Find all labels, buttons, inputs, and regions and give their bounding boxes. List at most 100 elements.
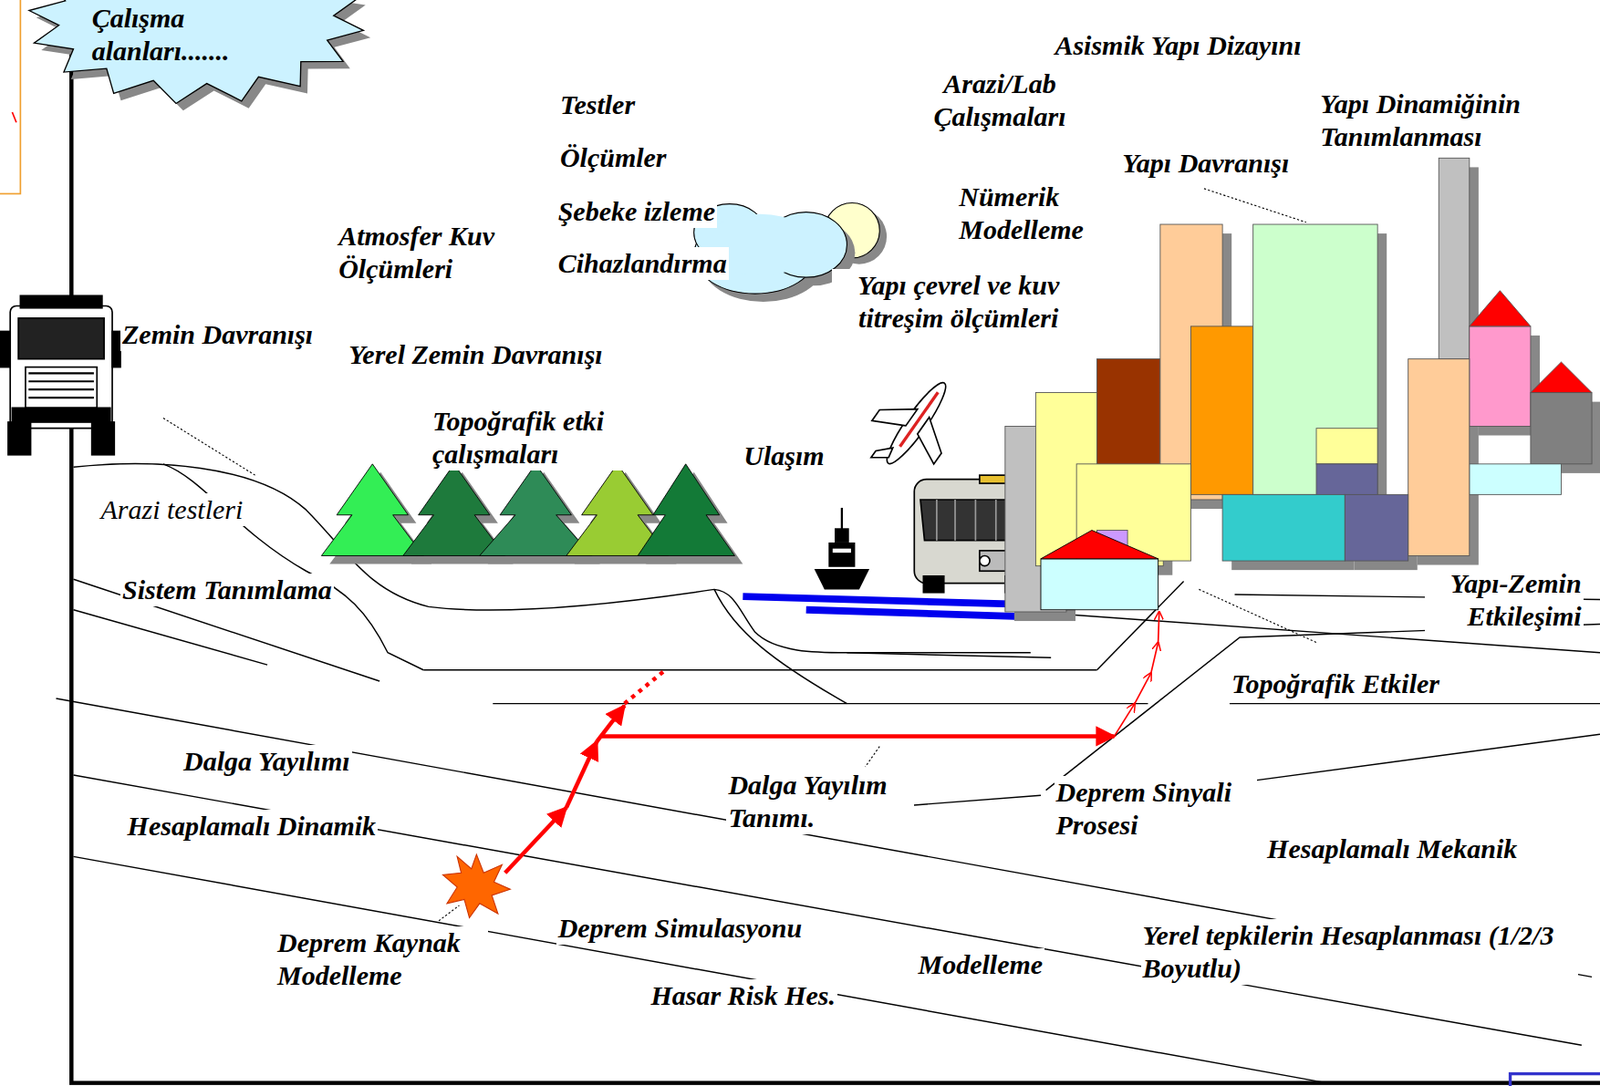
leader-lines-part: [1204, 188, 1307, 223]
area-label: Yerel Zemin Davranışı: [346, 338, 604, 372]
ship-part: [814, 569, 870, 590]
area-label: Modelleme: [916, 948, 1046, 982]
area-label: Yapı çevrel ve kuv titreşim ölçümleri: [831, 269, 1086, 335]
area-label: Yapı-Zemin Etkileşimi: [1424, 567, 1584, 634]
truck-part: [28, 373, 94, 398]
ship-part: [834, 528, 850, 543]
frame-part: [1510, 1074, 1600, 1086]
area-label: Hesaplamalı Mekanik: [1265, 832, 1519, 866]
leader-lines-part: [865, 747, 881, 768]
buildings-part: [1469, 464, 1562, 496]
wave-path-part: [1114, 704, 1135, 738]
wave-path-part: [505, 808, 567, 874]
airplane-part-part: [900, 392, 939, 447]
area-label: Yerel tepkilerin Hesaplanması (1/2/3 Boy…: [1141, 919, 1579, 986]
wave-path-part: [624, 670, 666, 705]
truck-part: [0, 331, 11, 367]
area-label: Nümerik Modelleme: [956, 180, 1109, 247]
area-label: Ölçümler: [558, 141, 669, 175]
leader-lines-part: [163, 418, 256, 477]
buildings-part: [1316, 428, 1378, 465]
soil-layers: [56, 464, 1600, 1084]
side-box: [0, 0, 21, 194]
area-label: Deprem Sinyali Prosesi: [1054, 776, 1258, 842]
side-box-part: [11, 112, 16, 123]
soil-layers-part: [492, 703, 1148, 705]
truck-part: [20, 295, 102, 308]
area-label: Topoğrafik etki çalışmaları: [430, 405, 634, 471]
truck-part: [18, 318, 104, 360]
bus-part: [979, 555, 990, 566]
area-label: Dalga Yayılımı: [181, 745, 353, 779]
soil-layers-part: [73, 610, 269, 665]
soil-layers-part: [423, 669, 1097, 671]
area-label: Hesaplamalı Dinamik: [125, 810, 379, 843]
trees-part: [479, 464, 593, 557]
soil-layers-part: [846, 653, 1051, 659]
buildings-part: [1253, 224, 1378, 495]
soil-layers-part: [1046, 623, 1600, 790]
water: [742, 596, 1036, 617]
leader-lines-part: [438, 905, 459, 922]
soil-layers-part: [1235, 734, 1600, 784]
buildings-part: [1222, 494, 1345, 562]
trees: [321, 464, 743, 565]
soil-layers-part: [714, 589, 847, 704]
leader-lines-part: [1198, 589, 1317, 643]
area-label: Arazi/Lab Çalışmaları: [921, 67, 1079, 134]
water-part: [806, 610, 1037, 618]
trees-part: [637, 464, 735, 557]
buildings-part: [1097, 359, 1161, 478]
buildings-part: [1530, 362, 1592, 394]
buildings-part: [1040, 559, 1159, 611]
earthquake-source: [442, 854, 510, 918]
trees-part: [321, 464, 424, 557]
truck: [0, 295, 121, 455]
buildings-part: [1190, 326, 1253, 496]
area-label: Cihazlandırma: [556, 247, 729, 281]
trees-part: [403, 464, 506, 557]
area-label: Atmosfer Kuv Ölçümleri: [336, 219, 524, 286]
ship-part: [832, 549, 852, 553]
buildings-part: [1438, 157, 1470, 359]
truck-part: [11, 407, 110, 423]
area-label: Arazi testleri: [99, 493, 246, 527]
truck-part: [112, 331, 121, 367]
airplane-part-part: [871, 440, 895, 466]
truck-part: [10, 305, 113, 428]
ship: [814, 508, 870, 590]
buildings-part: [1469, 290, 1531, 327]
soil-layers-part: [73, 856, 1328, 1083]
ship-part: [841, 508, 843, 531]
area-label: Testler: [558, 88, 637, 122]
ship-part: [828, 542, 855, 568]
wave-path-part: [1151, 643, 1159, 675]
area-label: Ulaşım: [741, 439, 826, 473]
buildings-part: [1344, 494, 1408, 562]
wave-path-part: [566, 741, 598, 809]
wave-path-part: [1158, 612, 1160, 644]
area-label: Dalga Yayılım Tanımı.: [726, 768, 914, 835]
starburst-fill: [29, 0, 364, 104]
area-label: Topoğrafik Etkiler: [1229, 667, 1442, 701]
buildings-part: [1469, 326, 1531, 427]
wave-path-part: [1134, 673, 1152, 705]
truck-part: [25, 367, 97, 409]
area-label: Deprem Simulasyonu: [556, 912, 805, 946]
area-label: Yapı Davranışı: [1120, 146, 1291, 180]
area-label: Deprem Kaynak Modelleme: [275, 926, 489, 993]
earthquake-source-part: [442, 854, 510, 918]
soil-layers-part: [1229, 703, 1600, 705]
bus-part: [936, 499, 997, 541]
soil-layers-part: [73, 464, 1031, 654]
area-label: Zemin Davranışı: [120, 318, 315, 352]
water-part: [742, 596, 1036, 605]
soil-layers-part: [908, 795, 1041, 806]
wave-path-part: [602, 734, 1115, 738]
callout-title: Çalışma alanları.......: [92, 1, 271, 68]
area-label: Yapı Dinamiğinin Tanımlanması: [1318, 87, 1552, 154]
area-label: Sistem Tanımlama: [120, 573, 334, 607]
bus-part: [923, 576, 944, 593]
frame-part: [71, 0, 1600, 1084]
